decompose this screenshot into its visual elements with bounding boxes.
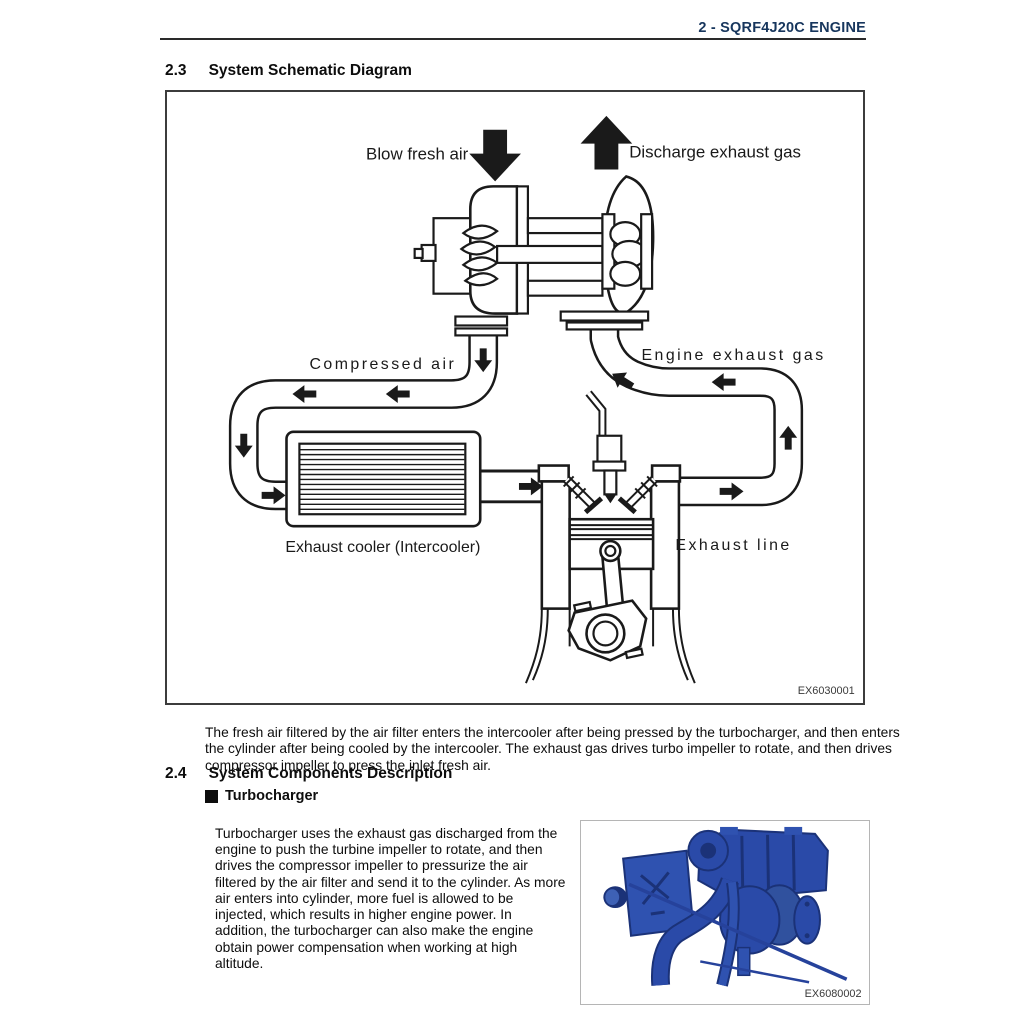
intercooler-fins xyxy=(300,448,465,510)
label-exhaust-cooler: Exhaust cooler (Intercooler) xyxy=(285,539,480,556)
square-bullet-icon xyxy=(205,789,218,803)
label-blow-fresh-air: Blow fresh air xyxy=(366,145,469,164)
turbocharger-body xyxy=(603,826,848,987)
label-discharge-exhaust-gas: Discharge exhaust gas xyxy=(629,143,801,162)
section-2-4-heading: 2.4 System Components Description xyxy=(165,765,452,783)
schematic-figure-code: EX6030001 xyxy=(798,685,855,697)
injector xyxy=(585,390,627,504)
turbocharger-drawing xyxy=(413,175,655,337)
system-schematic-drawing: Blow fresh air Discharge exhaust gas Com… xyxy=(228,115,855,697)
subsection-title: Turbocharger xyxy=(225,788,319,804)
blow-air-arrow-icon xyxy=(469,129,521,182)
exhaust-valve xyxy=(617,475,658,515)
section-title: System Schematic Diagram xyxy=(208,62,412,79)
turbocharger-illustration: EX6080002 xyxy=(603,826,862,1000)
pointer-rod xyxy=(628,882,848,981)
header-divider xyxy=(160,38,866,40)
section-2-3-heading: 2.3 System Schematic Diagram xyxy=(165,62,412,80)
label-compressed-air: Compressed air xyxy=(309,356,456,373)
intercooler-drawing xyxy=(285,430,482,528)
exhaust-line-pipe xyxy=(589,322,804,507)
compressed-air-pipe xyxy=(228,336,499,511)
section-title: System Components Description xyxy=(208,765,453,782)
discharge-gas-arrow-icon xyxy=(580,115,633,170)
page-header-title: 2 - SQRF4J20C ENGINE xyxy=(698,20,866,36)
turbocharger-photo-figure: EX6080002 xyxy=(580,820,870,1005)
turbocharger-subsection-heading: Turbocharger xyxy=(205,788,318,804)
intake-valve xyxy=(562,475,604,515)
section-number: 2.3 xyxy=(165,62,187,79)
compressor-impeller xyxy=(459,224,499,287)
schematic-description-paragraph: The fresh air filtered by the air filter… xyxy=(205,724,900,773)
system-schematic-figure: Blow fresh air Discharge exhaust gas Com… xyxy=(165,90,865,705)
engine-cylinder-drawing xyxy=(525,390,696,684)
photo-figure-code: EX6080002 xyxy=(805,988,862,1000)
section-number: 2.4 xyxy=(165,765,187,782)
turbocharger-description-paragraph: Turbocharger uses the exhaust gas discha… xyxy=(215,825,566,971)
label-exhaust-line: Exhaust line xyxy=(675,537,791,554)
flow-arrows xyxy=(234,115,798,505)
label-engine-exhaust-gas: Engine exhaust gas xyxy=(641,347,825,364)
